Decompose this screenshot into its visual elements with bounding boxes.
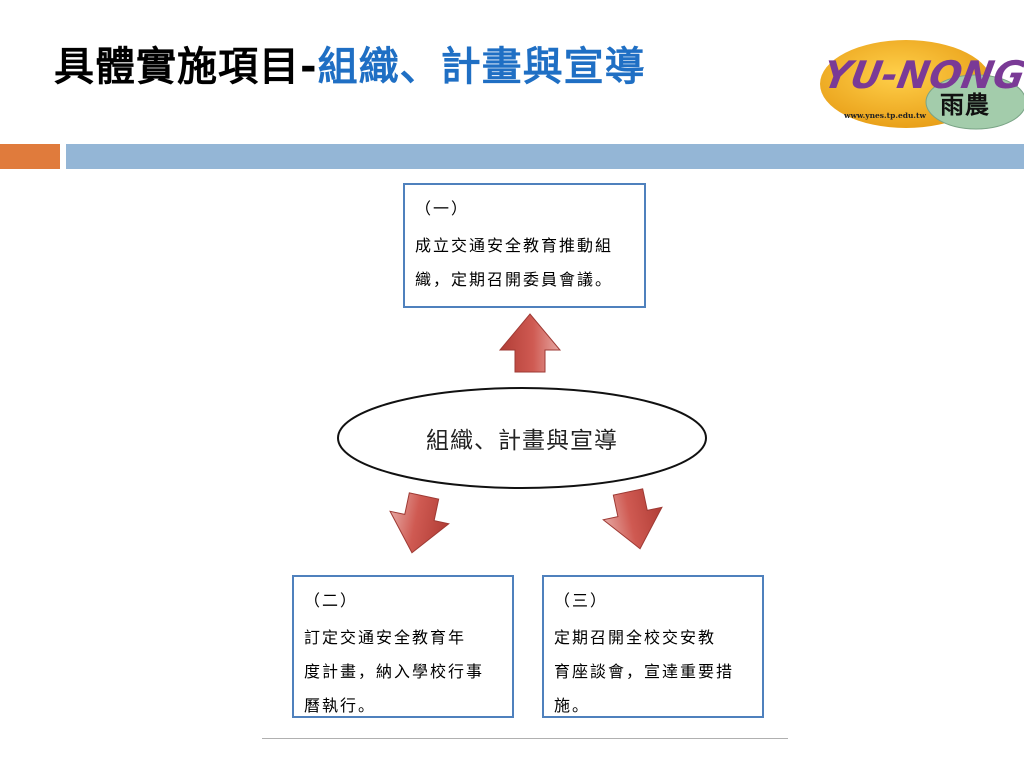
slide-title: 具體實施項目-組織、計畫與宣導 [54,34,646,92]
logo-green-ellipse [925,74,1024,130]
box-step-3: （三） 定期召開全校交安教 育座談會，宣達重要措 施。 [542,575,764,718]
box-2-line-3: 曆執行。 [304,696,377,715]
box-1-line-1: 成立交通安全教育推動組 [415,236,614,255]
logo-graphic: YU-NONG 雨農 www.ynes.tp.edu.tw [820,40,1024,130]
box-3-line-3: 施。 [554,696,591,715]
box-2-number: （二） [304,591,359,610]
title-accent: 組織、計畫與宣導 [317,44,646,90]
title-main: 具體實施項目- [54,44,318,90]
logo-chinese: 雨農 [940,91,990,119]
box-3-number: （三） [554,591,609,610]
box-1-line-2: 織，定期召開委員會議。 [415,270,614,289]
arrow-up [498,313,562,373]
arrow-down-left [389,492,450,554]
header-bar-blue [66,144,1024,169]
box-2-text: 訂定交通安全教育年 度計畫，納入學校行事 曆執行。 [304,621,484,723]
box-2-line-1: 訂定交通安全教育年 [304,628,467,647]
box-step-2: （二） 訂定交通安全教育年 度計畫，納入學校行事 曆執行。 [292,575,514,718]
box-3-line-1: 定期召開全校交安教 [554,628,717,647]
school-logo: YU-NONG 雨農 www.ynes.tp.edu.tw [816,28,1024,132]
box-3-text: 定期召開全校交安教 育座談會，宣達重要措 施。 [554,621,734,723]
logo-url: www.ynes.tp.edu.tw [843,111,927,120]
center-label: 組織、計畫與宣導 [426,428,618,454]
box-1-number: （一） [415,199,470,218]
logo-wordmark: YU-NONG [820,53,1024,98]
box-1-text: 成立交通安全教育推動組 織，定期召開委員會議。 [415,229,613,297]
bottom-divider [262,738,788,739]
box-2-line-2: 度計畫，納入學校行事 [304,662,485,681]
header-bar-orange [0,144,60,169]
arrow-down-right [602,488,663,550]
center-ellipse [337,387,707,489]
box-3-line-2: 育座談會，宣達重要措 [554,662,735,681]
box-step-1: （一） 成立交通安全教育推動組 織，定期召開委員會議。 [403,183,646,308]
